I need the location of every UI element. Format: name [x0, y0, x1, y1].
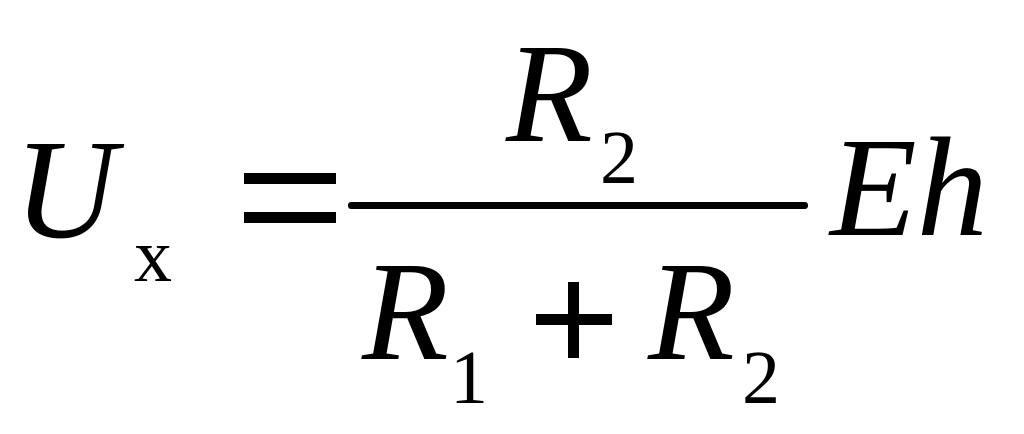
denominator-term2-symbol: R [648, 232, 735, 390]
fraction-bar [348, 202, 808, 209]
lhs-subscript: x [134, 214, 172, 298]
denominator-term1-symbol: R [362, 232, 449, 390]
equals-bar-bottom [244, 212, 336, 223]
denominator-term1-subscript: 1 [450, 336, 488, 420]
lhs-symbol: U [14, 110, 117, 268]
numerator-symbol: R [506, 14, 593, 172]
equals-bar-top [244, 173, 336, 184]
multiplier: Eh [830, 108, 988, 266]
denominator-term2-subscript: 2 [742, 336, 780, 420]
numerator-subscript: 2 [600, 116, 638, 200]
plus-bar-vertical [568, 282, 579, 358]
